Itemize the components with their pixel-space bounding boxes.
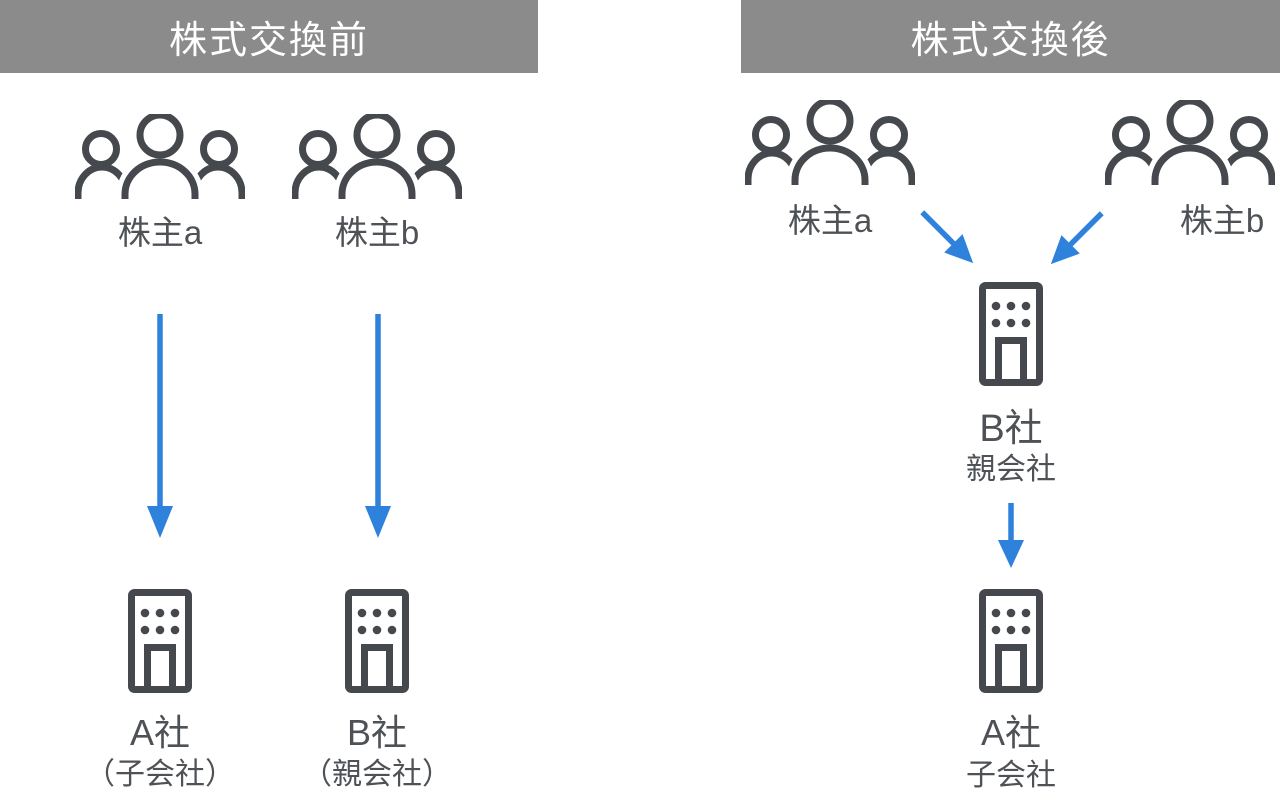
company-a-before-role: （子会社）: [85, 758, 235, 791]
after-title: 株式交換後: [910, 20, 1111, 62]
shareholders-a-before-icon: [75, 114, 245, 199]
company-a-after-name: A社: [980, 712, 1041, 753]
company-b-before-name: B社: [346, 712, 407, 753]
ownership-arrow-companyB-to-companyA-icon: [998, 503, 1024, 568]
ownership-arrow-b-to-companyB-icon: [1050, 211, 1104, 265]
company-b-after-role: 親会社: [966, 453, 1056, 486]
company-b-before-role: （親会社）: [302, 758, 452, 791]
shareholders-a-before-label: 株主a: [117, 214, 203, 251]
company-b-after-name: B社: [979, 408, 1043, 450]
company-a-after-building-icon: [979, 589, 1043, 693]
shareholders-a-after-icon: [745, 100, 915, 185]
company-a-after-role: 子会社: [966, 759, 1056, 792]
shareholders-b-after-label: 株主b: [1179, 202, 1265, 239]
ownership-arrow-a-to-companyA-icon: [147, 314, 173, 538]
ownership-arrow-a-to-companyB-icon: [920, 210, 974, 264]
shareholders-b-before-label: 株主b: [334, 214, 420, 251]
before-panel-header: 株式交換前: [0, 0, 538, 73]
company-b-after-building-icon: [979, 282, 1043, 386]
ownership-arrow-b-to-companyB-icon: [365, 314, 391, 538]
company-b-before-building-icon: [345, 589, 409, 693]
company-a-before-name: A社: [129, 712, 190, 753]
shareholders-a-after-label: 株主a: [787, 202, 873, 239]
company-a-before-building-icon: [128, 589, 192, 693]
shareholders-b-before-icon: [292, 114, 462, 199]
shareholders-b-after-icon: [1105, 100, 1275, 185]
after-panel-header: 株式交換後: [741, 0, 1280, 73]
before-title: 株式交換前: [168, 20, 369, 62]
